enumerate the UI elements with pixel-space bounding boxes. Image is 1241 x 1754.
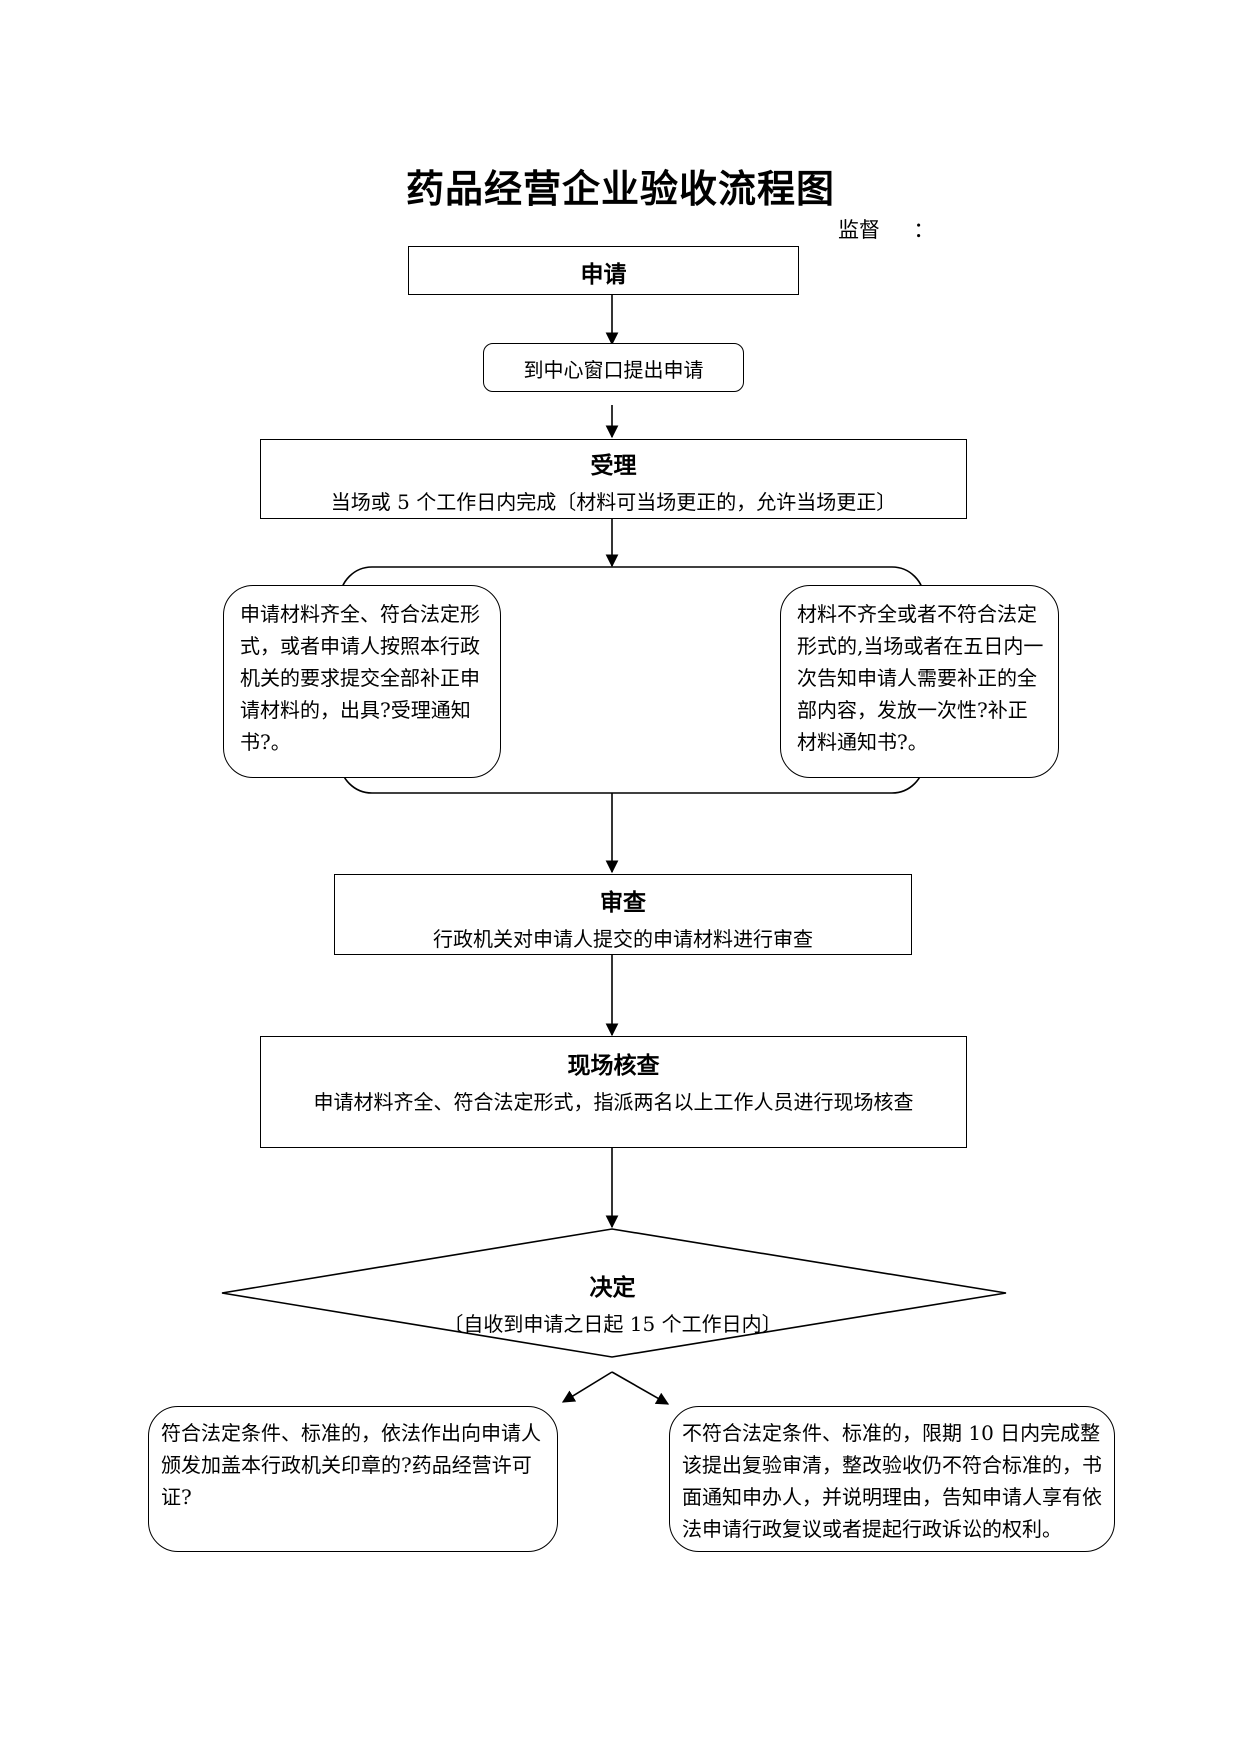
approve-box: 符合法定条件、标准的，依法作出向申请人颁发加盖本行政机关印章的?药品经营许可证?	[148, 1406, 558, 1552]
page-title: 药品经营企业验收流程图	[405, 166, 835, 211]
decide-detail: 〔自收到申请之日起 15 个工作日内〕	[443, 1312, 782, 1336]
complete-text: 申请材料齐全、符合法定形式，或者申请人按照本行政机关的要求提交全部补正申请材料的…	[240, 602, 480, 754]
incomplete-box: 材料不齐全或者不符合法定形式的,当场或者在五日内一次告知申请人需要补正的全部内容…	[780, 585, 1059, 778]
inspect-detail: 申请材料齐全、符合法定形式，指派两名以上工作人员进行现场核查	[313, 1090, 914, 1114]
decide-diamond	[221, 1228, 1007, 1358]
complete-box: 申请材料齐全、符合法定形式，或者申请人按照本行政机关的要求提交全部补正申请材料的…	[223, 585, 501, 778]
inspect-box: 现场核查 申请材料齐全、符合法定形式，指派两名以上工作人员进行现场核查	[260, 1036, 967, 1148]
decide-content: 决定 〔自收到申请之日起 15 个工作日内〕	[380, 1268, 845, 1337]
accept-detail: 当场或 5 个工作日内完成〔材料可当场更正的，允许当场更正〕	[330, 490, 897, 514]
arrow-decide-to-reject	[611, 1371, 670, 1405]
supervise-label: 监督 ：	[838, 218, 935, 242]
decide-label: 决定	[589, 1275, 636, 1301]
arrow-decide-to-approve	[561, 1371, 613, 1403]
review-box: 审查 行政机关对申请人提交的申请材料进行审查	[334, 874, 912, 955]
approve-text: 符合法定条件、标准的，依法作出向申请人颁发加盖本行政机关印章的?药品经营许可证?	[161, 1421, 541, 1509]
review-label: 审查	[600, 890, 646, 916]
inspect-label: 现场核查	[567, 1053, 660, 1079]
accept-box: 受理 当场或 5 个工作日内完成〔材料可当场更正的，允许当场更正〕	[260, 439, 967, 519]
apply-box: 申请	[408, 246, 799, 295]
reject-text: 不符合法定条件、标准的，限期 10 日内完成整该提出复验审清，整改验收仍不符合标…	[682, 1421, 1102, 1541]
incomplete-text: 材料不齐全或者不符合法定形式的,当场或者在五日内一次告知申请人需要补正的全部内容…	[797, 602, 1044, 754]
review-detail: 行政机关对申请人提交的申请材料进行审查	[433, 927, 813, 951]
reject-box: 不符合法定条件、标准的，限期 10 日内完成整该提出复验审清，整改验收仍不符合标…	[669, 1406, 1115, 1552]
window-label: 到中心窗口提出申请	[523, 358, 704, 382]
accept-label: 受理	[590, 453, 637, 479]
window-box: 到中心窗口提出申请	[483, 343, 744, 392]
apply-label: 申请	[580, 262, 627, 288]
